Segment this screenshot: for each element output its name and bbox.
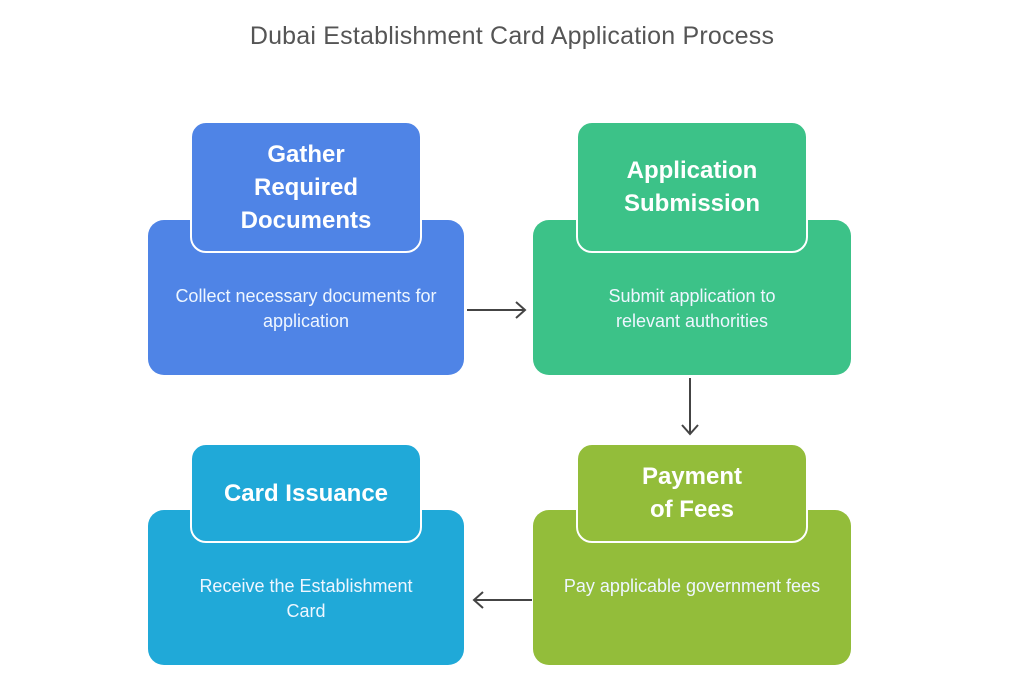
- arrow-down-icon: [681, 378, 699, 436]
- step-heading: Gather Required Documents: [190, 121, 422, 253]
- step-heading: Payment of Fees: [576, 443, 808, 543]
- step-heading: Application Submission: [576, 121, 808, 253]
- step-heading: Card Issuance: [190, 443, 422, 543]
- step-description: Collect necessary documents for applicat…: [175, 286, 437, 331]
- step-description: Submit application to relevant authoriti…: [608, 286, 776, 331]
- arrow-right-icon: [467, 301, 527, 319]
- arrow-left-icon: [472, 591, 532, 609]
- step-description: Pay applicable government fees: [563, 576, 821, 596]
- diagram-title: Dubai Establishment Card Application Pro…: [249, 22, 775, 50]
- step-description: Receive the Establishment Card: [199, 576, 413, 621]
